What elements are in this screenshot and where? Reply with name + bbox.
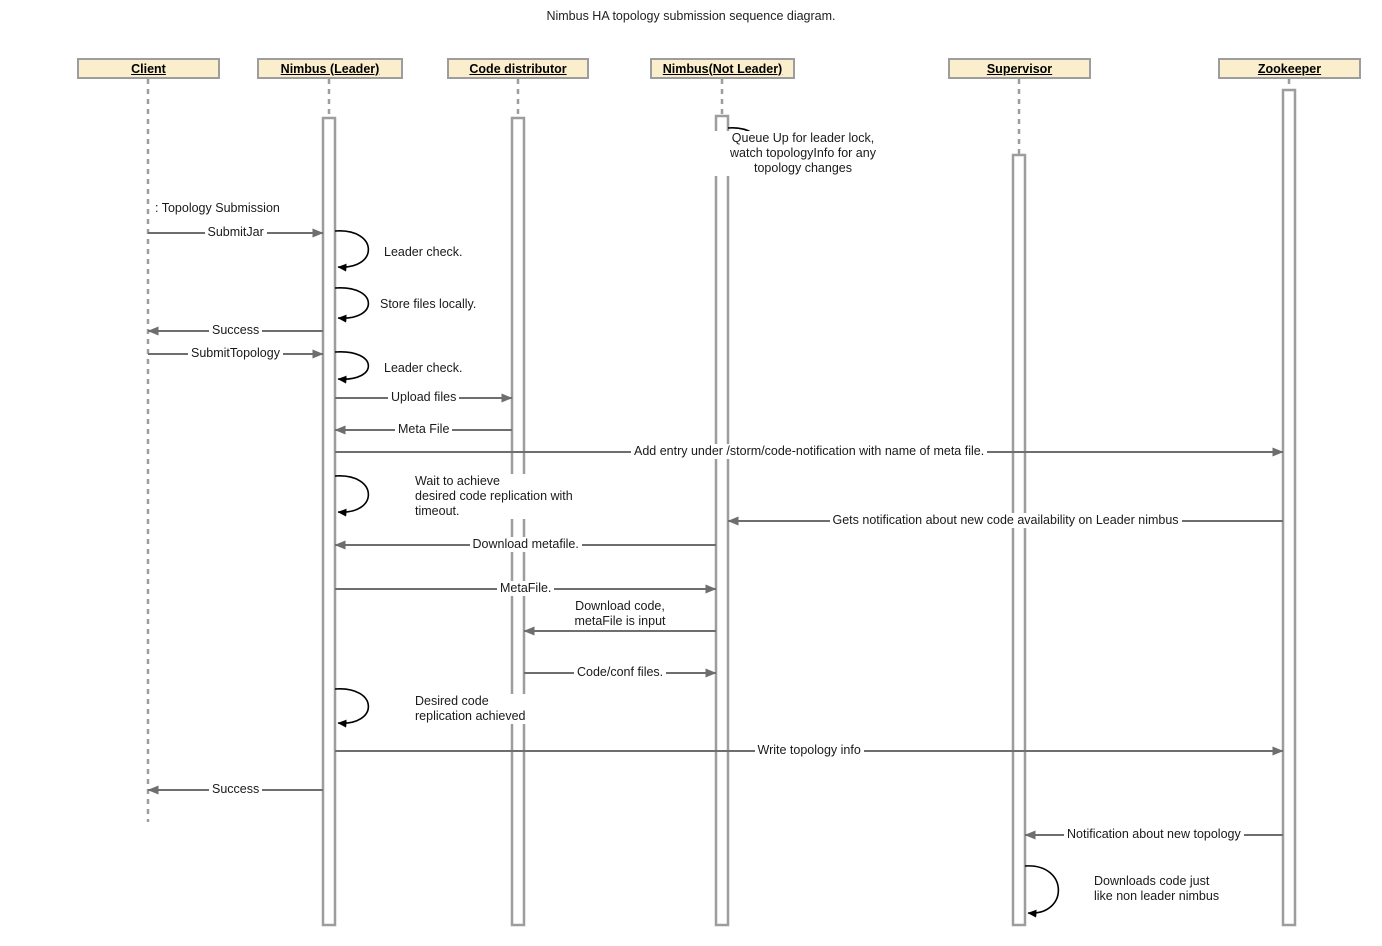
message-label-m-download-code: Download code, metaFile is input bbox=[571, 599, 669, 629]
activation-bar-zookeeper bbox=[1281, 88, 1297, 927]
message-label-m-meta-file: Meta File bbox=[395, 421, 453, 437]
participant-box-codedist[interactable]: Code distributor bbox=[447, 58, 589, 79]
message-label-m-submitjar: SubmitJar bbox=[204, 224, 267, 240]
self-message-label-sm-store-files: Store files locally. bbox=[377, 297, 480, 312]
self-message-label-sm-desired-code: Desired code replication achieved bbox=[412, 694, 529, 724]
participant-label-nimbus_l: Nimbus (Leader) bbox=[280, 61, 380, 76]
participant-box-nimbus_nl[interactable]: Nimbus(Not Leader) bbox=[650, 58, 795, 79]
participant-label-supervisor: Supervisor bbox=[986, 61, 1053, 76]
self-message-arc-sm-store-files[interactable] bbox=[334, 287, 370, 323]
participant-box-supervisor[interactable]: Supervisor bbox=[948, 58, 1091, 79]
message-label-m-notification-topology: Notification about new topology bbox=[1064, 826, 1244, 842]
diagram-title: Nimbus HA topology submission sequence d… bbox=[546, 9, 836, 23]
self-message-label-sm-leader-check-2: Leader check. bbox=[381, 361, 466, 376]
message-label-m-download-metafile: Download metafile. bbox=[469, 536, 582, 552]
self-message-label-sm-queue-up: Queue Up for leader lock, watch topology… bbox=[710, 131, 896, 176]
participant-label-client: Client bbox=[131, 61, 166, 76]
self-message-arc-sm-leader-check-1[interactable] bbox=[334, 230, 370, 272]
self-message-arc-sm-desired-code[interactable] bbox=[334, 688, 370, 728]
self-message-label-sm-downloads-code: Downloads code just like non leader nimb… bbox=[1091, 874, 1223, 904]
self-message-arc-sm-wait-replication[interactable] bbox=[334, 475, 370, 517]
message-label-m-success-2: Success bbox=[209, 781, 263, 797]
participant-label-zookeeper: Zookeeper bbox=[1257, 61, 1322, 76]
message-label-m-gets-notification: Gets notification about new code availab… bbox=[829, 512, 1182, 528]
participant-box-nimbus_l[interactable]: Nimbus (Leader) bbox=[257, 58, 403, 79]
message-label-m-code-conf-files: Code/conf files. bbox=[574, 664, 667, 680]
message-label-m-add-entry: Add entry under /storm/code-notification… bbox=[631, 443, 988, 459]
participant-label-nimbus_nl: Nimbus(Not Leader) bbox=[662, 61, 783, 76]
self-message-label-sm-leader-check-1: Leader check. bbox=[381, 245, 466, 260]
activation-bar-supervisor bbox=[1011, 153, 1027, 927]
participant-box-zookeeper[interactable]: Zookeeper bbox=[1218, 58, 1361, 79]
participant-label-codedist: Code distributor bbox=[469, 61, 567, 76]
self-message-label-sm-wait-replication: Wait to achieve desired code replication… bbox=[412, 474, 576, 519]
note-topology-submission: : Topology Submission bbox=[155, 201, 280, 215]
self-message-arc-sm-downloads-code[interactable] bbox=[1024, 865, 1060, 918]
message-label-m-upload-files: Upload files bbox=[388, 389, 460, 405]
message-label-m-metafile: MetaFile. bbox=[497, 580, 555, 596]
message-label-m-submittopology: SubmitTopology bbox=[188, 345, 283, 361]
lifelines-group bbox=[146, 79, 1291, 822]
activation-bar-codedist bbox=[510, 116, 526, 927]
activation-bar-nimbus_nl bbox=[714, 114, 730, 927]
self-message-arc-sm-leader-check-2[interactable] bbox=[334, 351, 370, 384]
activation-bar-nimbus_l bbox=[321, 116, 337, 927]
message-label-m-write-topology: Write topology info bbox=[754, 742, 864, 758]
self-messages-group bbox=[334, 127, 1060, 918]
message-label-m-success-1: Success bbox=[209, 322, 263, 338]
participant-box-client[interactable]: Client bbox=[77, 58, 220, 79]
